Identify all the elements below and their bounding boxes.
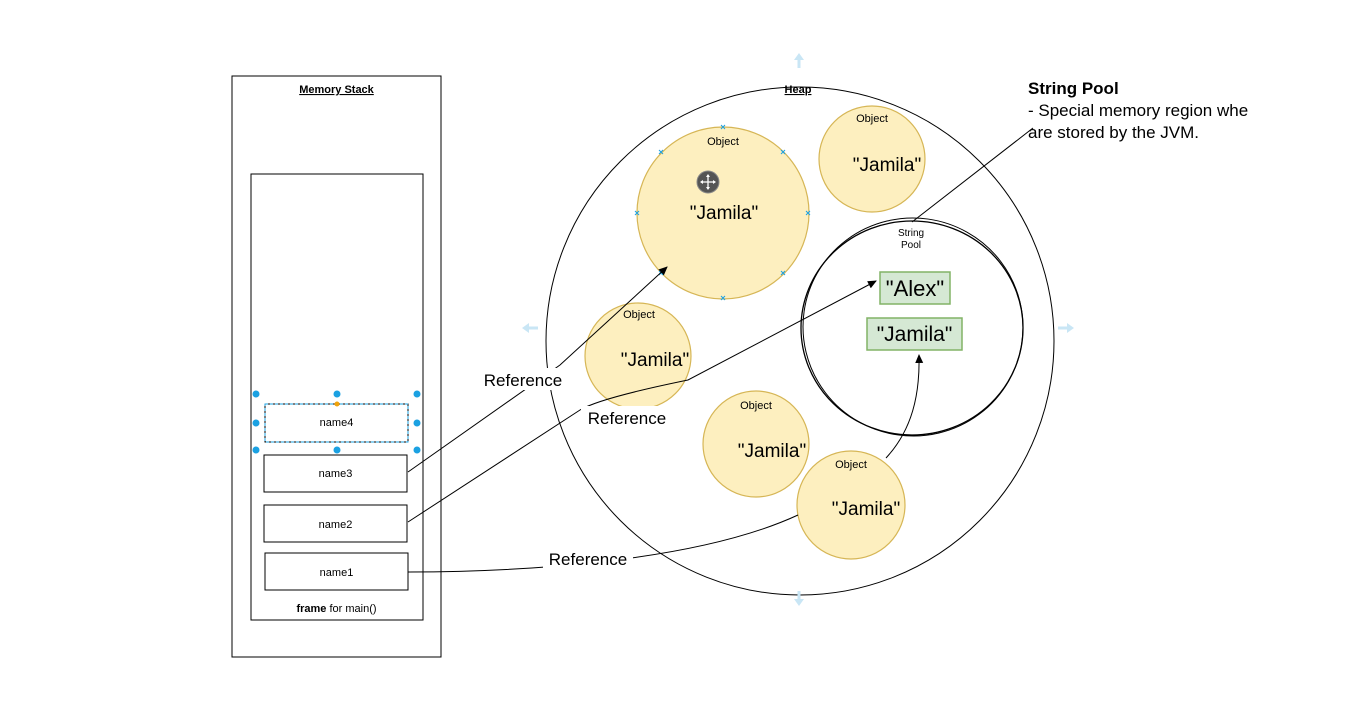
heap-title: Heap — [785, 84, 812, 96]
reference-label-1-group[interactable]: Reference — [478, 368, 568, 390]
reference-label-3: Reference — [549, 550, 627, 569]
object-2-value: "Jamila" — [853, 155, 921, 176]
arrow-up-icon[interactable] — [794, 53, 804, 68]
var-box-name2[interactable]: name2 — [263, 504, 408, 543]
selection-handles[interactable] — [252, 390, 421, 454]
reference-label-2-group[interactable]: Reference — [581, 406, 673, 428]
var-box-name1[interactable]: name1 — [264, 552, 409, 591]
object-1-value: "Jamila" — [690, 203, 758, 224]
var-name2-label: name2 — [319, 519, 353, 531]
note-body-line2: are stored by the JVM. — [1028, 123, 1200, 142]
object-3-label: Object — [623, 309, 655, 321]
pool-label-line2: Pool — [901, 240, 921, 251]
note-leader-line[interactable] — [911, 127, 1034, 223]
note-title: String Pool — [1028, 79, 1119, 98]
stack-title: Memory Stack — [299, 84, 374, 96]
reference-label-1: Reference — [484, 371, 562, 390]
frame-main[interactable]: frame for main() — [250, 173, 424, 621]
heap-object-3[interactable]: Object "Jamila" — [584, 302, 692, 410]
heap-object-5[interactable]: Object "Jamila" — [796, 450, 906, 560]
object-4-value: "Jamila" — [738, 441, 806, 462]
pool-item-jamila[interactable]: "Jamila" — [866, 317, 963, 351]
reference-label-3-group[interactable]: Reference — [543, 547, 633, 569]
object-5-value: "Jamila" — [832, 499, 900, 520]
frame-label-rest: for main() — [326, 603, 376, 615]
var-name3-label: name3 — [319, 468, 353, 480]
reference-label-2: Reference — [588, 409, 666, 428]
var-name1-label: name1 — [320, 567, 354, 579]
frame-label: frame for main() — [296, 603, 376, 615]
pool-item-jamila-label: "Jamila" — [877, 323, 953, 346]
arrow-left-icon[interactable] — [522, 323, 538, 333]
edge-object5-pool-jamila[interactable] — [885, 354, 924, 459]
var-name4-label: name4 — [320, 417, 354, 429]
frame-label-bold: frame — [296, 603, 326, 615]
arrow-down-icon[interactable] — [794, 591, 804, 606]
object-3-value: "Jamila" — [621, 350, 689, 371]
pool-item-alex[interactable]: "Alex" — [879, 271, 951, 305]
object-2-label: Object — [856, 113, 888, 125]
move-cursor-icon[interactable] — [696, 170, 720, 194]
heap-object-4[interactable]: Object "Jamila" — [702, 390, 810, 498]
pool-item-alex-label: "Alex" — [886, 276, 944, 301]
arrow-right-icon[interactable] — [1058, 323, 1074, 333]
var-box-name3[interactable]: name3 — [263, 454, 408, 493]
string-pool-note[interactable]: String Pool - Special memory region whe … — [1028, 78, 1338, 144]
edge-name3-object1[interactable] — [407, 266, 668, 473]
heap-object-1[interactable]: Object "Jamila" — [636, 126, 810, 300]
object-5-label: Object — [835, 459, 867, 471]
heap-object-2[interactable]: Object "Jamila" — [818, 105, 926, 213]
object-4-label: Object — [740, 400, 772, 412]
var-box-name4[interactable]: name4 — [264, 403, 409, 443]
pool-label-line1: String — [898, 228, 924, 239]
connection-hint-arrows[interactable] — [522, 53, 1074, 606]
note-body-line1: - Special memory region whe — [1028, 101, 1249, 120]
object-1-label: Object — [707, 136, 739, 148]
string-pool-circle[interactable]: String Pool — [789, 204, 1037, 450]
